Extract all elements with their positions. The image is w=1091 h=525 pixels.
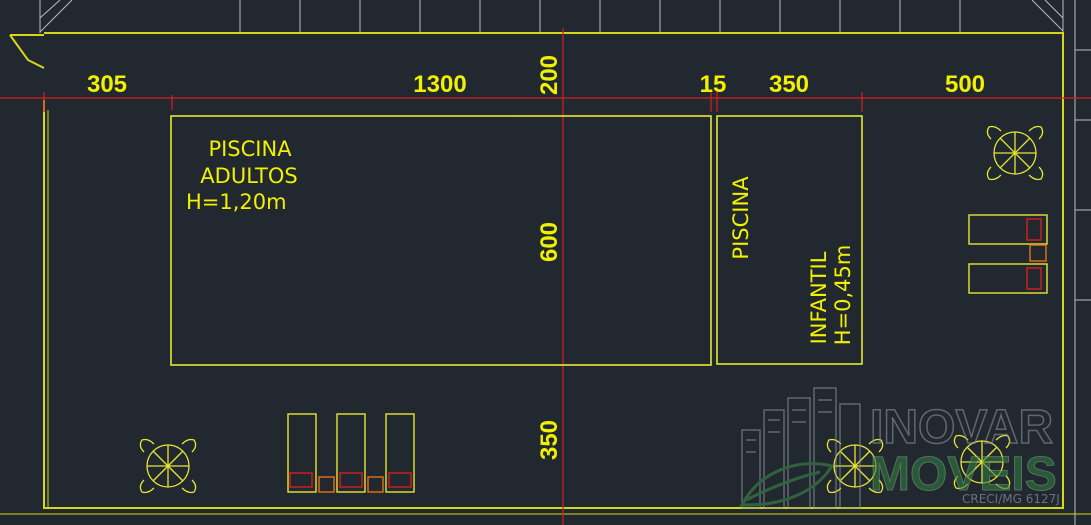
watermark-registration: CRECI/MG 6127J [962, 492, 1060, 506]
lot-boundary [9, 32, 1064, 509]
watermark-brand-bottom: MOVEIS [870, 448, 1057, 501]
dim-200: 200 [536, 55, 563, 95]
adult-pool-label: PISCINA ADULTOS H=1,20m [186, 137, 298, 214]
dim-1300: 1300 [413, 71, 466, 98]
sun-lounger-icon [287, 413, 415, 493]
umbrella-table-icon [826, 438, 884, 494]
ticks-top [239, 0, 961, 33]
adult-pool-title: PISCINA [208, 137, 292, 161]
kids-pool-title: PISCINA [729, 176, 753, 260]
kids-pool-depth: H=0,45m [831, 245, 855, 346]
adult-pool-depth: H=1,20m [186, 190, 287, 214]
umbrella-table-icon [139, 438, 197, 494]
kids-pool-label: PISCINA INFANTIL H=0,45m [729, 176, 855, 345]
building-logo-icon [741, 387, 861, 509]
umbrella-table-icon [986, 125, 1044, 181]
dimension-labels: 305 1300 15 350 500 200 600 350 [87, 55, 985, 460]
dim-500: 500 [945, 71, 985, 98]
kids-pool-subtitle: INFANTIL [807, 251, 831, 344]
dim-600: 600 [536, 222, 563, 262]
kids-pool [716, 115, 863, 365]
dim-15: 15 [700, 71, 727, 98]
sun-lounger-icon [968, 214, 1048, 294]
watermark-brand-top: INOVAR [870, 401, 1053, 454]
umbrella-table-icon [953, 434, 1011, 490]
dim-350-top: 350 [769, 71, 809, 98]
neighbor-hatch [39, 0, 1091, 525]
watermark: INOVAR MOVEIS CRECI/MG 6127J [739, 387, 1060, 509]
dim-305: 305 [87, 71, 127, 98]
dim-350-bottom: 350 [536, 420, 563, 460]
adult-pool-subtitle: ADULTOS [200, 164, 297, 188]
leaf-logo-icon [739, 462, 835, 507]
adult-pool [170, 115, 712, 366]
